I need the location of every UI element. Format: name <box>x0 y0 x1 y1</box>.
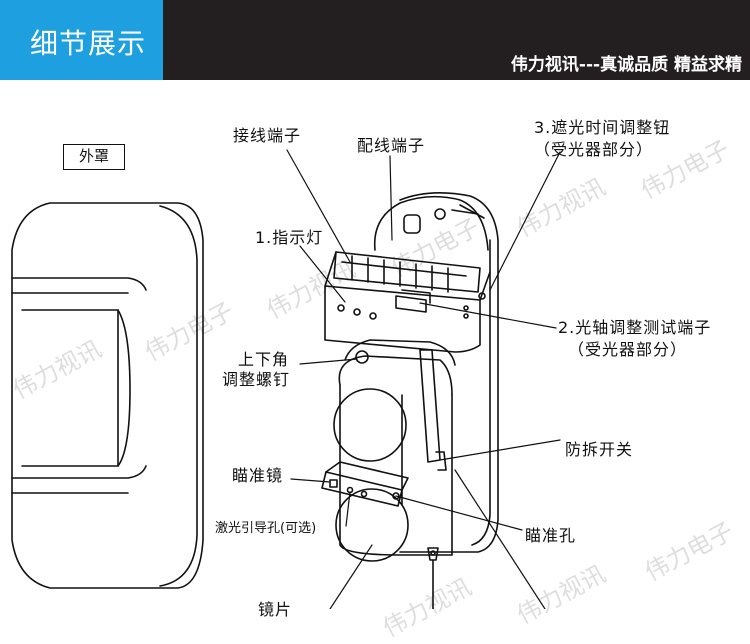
label-axis-test: 2.光轴调整测试端子 <box>558 318 712 337</box>
label-sight-scope: 瞄准镜 <box>232 466 284 485</box>
label-sight-hole: 瞄准孔 <box>525 526 577 545</box>
label-angle-screw: 上下角 <box>238 350 290 369</box>
header-banner: 细节展示 伟力视讯---真诚品质 精益求精 <box>0 0 750 80</box>
label-angle-screw-sub: 调整螺钉 <box>222 370 291 389</box>
section-title: 细节展示 <box>30 27 147 60</box>
detector-drawing <box>11 149 561 609</box>
section-tag: 细节展示 <box>0 0 163 80</box>
main-unit <box>321 192 499 609</box>
label-lens: 镜片 <box>258 600 293 619</box>
cover-label: 外罩 <box>63 144 125 170</box>
label-laser-guide: 激光引导孔(可选) <box>215 521 317 536</box>
leader-lines <box>286 149 561 609</box>
label-shading-knob-sub: （受光器部分） <box>534 140 654 159</box>
label-tamper-switch: 防拆开关 <box>565 440 634 459</box>
label-terminal-wiring: 接线端子 <box>233 126 302 145</box>
cover-outline <box>11 202 204 589</box>
brand-slogan: 伟力视讯---真诚品质 精益求精 <box>510 55 742 75</box>
label-axis-test-sub: （受光器部分） <box>568 340 688 359</box>
label-shading-knob: 3.遮光时间调整钮 <box>534 118 671 137</box>
label-terminal-distribution: 配线端子 <box>357 136 426 155</box>
label-indicator: 1.指示灯 <box>255 228 324 247</box>
